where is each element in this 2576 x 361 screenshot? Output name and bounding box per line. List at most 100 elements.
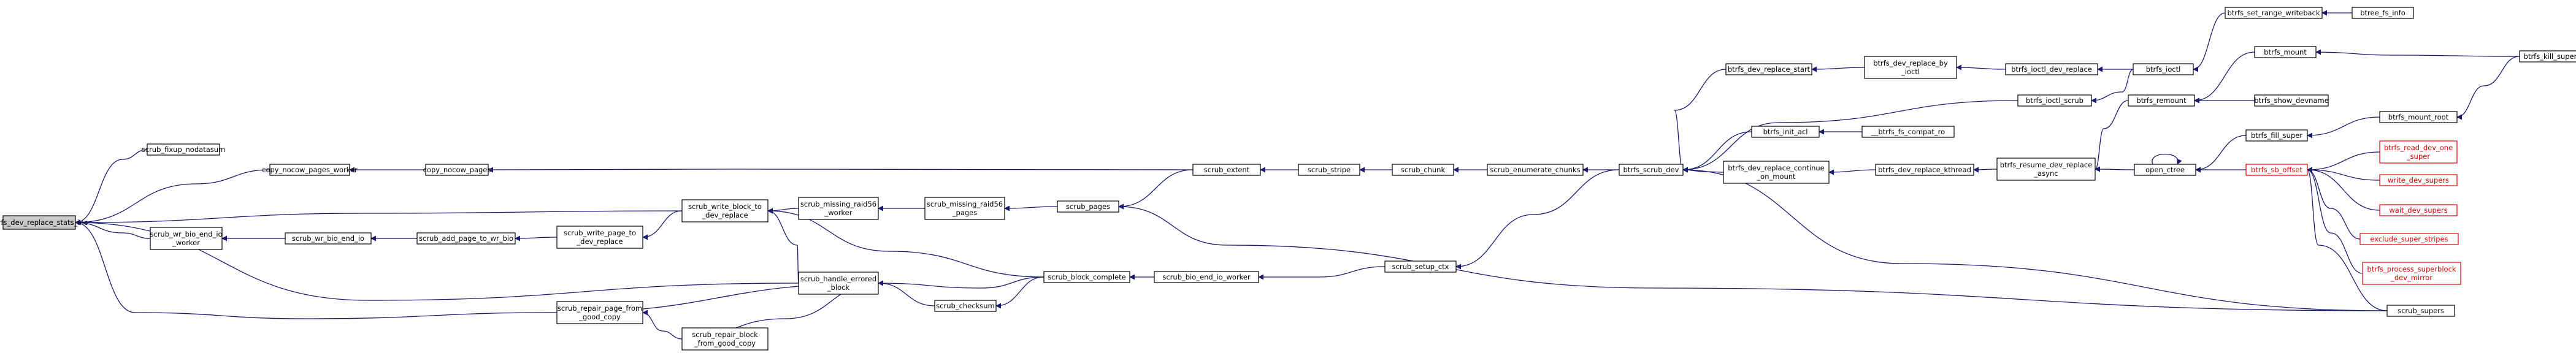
- node-setrange[interactable]: btrfs_set_range_writeback: [2225, 7, 2323, 19]
- node-box: [924, 197, 1005, 220]
- node-mount[interactable]: btrfs_mount: [2254, 46, 2317, 58]
- edge-line: [2315, 49, 2520, 57]
- node-ioctlscrub[interactable]: btrfs_ioctl_scrub: [2017, 94, 2092, 107]
- node-initacl[interactable]: btrfs_init_acl: [1751, 126, 1820, 138]
- node-drby[interactable]: btrfs_dev_replace_by_ioctl: [1864, 56, 1957, 79]
- node-box: [2017, 94, 2092, 107]
- node-box: [2362, 262, 2461, 285]
- node-box: [556, 226, 643, 249]
- node-label: __btrfs_fs_compat_ro: [1871, 127, 1945, 136]
- node-label: wait_dev_supers: [2389, 206, 2447, 215]
- node-label: btrfs_mount_root: [2388, 113, 2449, 121]
- edge-fillsuper-to-opentree: [2195, 135, 2247, 173]
- node-box: [2519, 50, 2576, 63]
- node-drkth[interactable]: btrfs_dev_replace_kthread: [1875, 164, 1974, 176]
- node-label: scrub_missing_raid56: [800, 200, 876, 208]
- node-btree[interactable]: btree_fs_info: [2352, 7, 2414, 19]
- node-box: [1725, 63, 1812, 75]
- edge-supers-to-pages: [1118, 203, 2388, 311]
- node-killsuper[interactable]: btrfs_kill_super: [2519, 50, 2576, 63]
- node-opentree[interactable]: open_ctree: [2134, 164, 2196, 176]
- edge-wrbio-to-stats: [75, 219, 151, 239]
- node-waitdev[interactable]: wait_dev_supers: [2379, 204, 2458, 216]
- edge-line: [1828, 169, 1876, 175]
- edge-line: [75, 169, 270, 226]
- node-writedev[interactable]: write_dev_supers: [2379, 174, 2458, 186]
- node-cnw[interactable]: copy_nocow_pages_worker: [262, 164, 358, 176]
- node-showdev[interactable]: btrfs_show_devname: [2254, 94, 2329, 107]
- edge-line: [642, 310, 683, 340]
- node-box: [1864, 56, 1957, 79]
- node-label: scrub_bio_end_io_worker: [1162, 273, 1251, 281]
- node-checksum[interactable]: scrub_checksum: [934, 300, 997, 312]
- edge-line: [2307, 116, 2380, 139]
- edge-reblock-to-repage: [642, 310, 683, 340]
- edge-line: [995, 276, 1045, 309]
- edge-line: [2307, 167, 2363, 274]
- node-cn[interactable]: copy_nocow_pages: [423, 164, 491, 176]
- node-label: btrfs_show_devname: [2254, 96, 2329, 105]
- edge-killsuper-to-mount: [2315, 49, 2520, 57]
- node-reblock[interactable]: scrub_repair_block_from_good_copy: [681, 327, 769, 351]
- node-sboff[interactable]: btrfs_sb_offset: [2245, 164, 2308, 176]
- node-ioctldr[interactable]: btrfs_ioctl_dev_replace: [2005, 63, 2098, 75]
- node-readdev[interactable]: btrfs_read_dev_one_super: [2379, 140, 2458, 164]
- edge-bc-to-wbtd: [767, 208, 1045, 278]
- node-heb[interactable]: scrub_handle_errored_block: [798, 272, 879, 295]
- node-label: _on_mount: [1756, 172, 1796, 181]
- node-remount[interactable]: btrfs_remount: [2128, 94, 2195, 107]
- edge-line: [75, 149, 148, 226]
- node-box: [2379, 174, 2458, 186]
- edge-ioctldr-to-drby: [1956, 64, 2006, 70]
- node-box: [2225, 7, 2323, 19]
- node-mr6w[interactable]: scrub_missing_raid56_worker: [798, 197, 879, 220]
- node-wrbioend[interactable]: scrub_wr_bio_end_io: [285, 232, 372, 245]
- node-label: scrub_missing_raid56: [927, 200, 1003, 208]
- node-wptd[interactable]: scrub_write_page_to_dev_replace: [556, 226, 643, 249]
- node-label: copy_nocow_pages_worker: [262, 165, 358, 174]
- edge-writedev-to-sboff: [2307, 167, 2380, 181]
- node-label: scrub_pages: [1066, 202, 1110, 211]
- node-extent[interactable]: scrub_extent: [1192, 164, 1261, 176]
- node-repage[interactable]: scrub_repair_page_from_good_copy: [556, 301, 643, 324]
- node-process[interactable]: btrfs_process_superblock_dev_mirror: [2362, 262, 2461, 285]
- node-label: btrfs_process_superblock: [2367, 265, 2456, 273]
- edge-mount-to-remount: [2194, 51, 2255, 104]
- node-label: btree_fs_info: [2360, 9, 2405, 17]
- node-mountroot[interactable]: btrfs_mount_root: [2379, 111, 2458, 123]
- node-mr6p[interactable]: scrub_missing_raid56_pages: [924, 197, 1005, 220]
- edge-line: [2194, 51, 2255, 104]
- node-box: [416, 232, 516, 245]
- node-box: [2245, 164, 2308, 176]
- node-stripe[interactable]: scrub_stripe: [1298, 164, 1360, 176]
- node-ioctl[interactable]: btrfs_ioctl: [2133, 63, 2194, 75]
- node-exclude[interactable]: exclude_super_stripes: [2359, 233, 2459, 245]
- node-supers[interactable]: scrub_supers: [2386, 305, 2455, 317]
- edge-line: [878, 276, 1045, 289]
- node-resume[interactable]: btrfs_resume_dev_replace_async: [1996, 158, 2096, 181]
- node-wrbio[interactable]: scrub_wr_bio_end_io_worker: [150, 227, 223, 250]
- node-fillsuper[interactable]: btrfs_fill_super: [2245, 129, 2308, 142]
- node-drstart[interactable]: btrfs_dev_replace_start: [1725, 63, 1812, 75]
- node-compat[interactable]: __btrfs_fs_compat_ro: [1861, 126, 1955, 138]
- node-fixup[interactable]: scrub_fixup_nodatasum: [142, 143, 225, 156]
- node-setup[interactable]: scrub_setup_ctx: [1384, 260, 1457, 273]
- edge-line: [75, 219, 558, 319]
- node-pages[interactable]: scrub_pages: [1057, 200, 1119, 213]
- node-label: btrfs_dev_replace_by: [1873, 59, 1948, 67]
- node-label: _worker: [172, 238, 200, 247]
- node-label: scrub_write_block_to: [688, 202, 762, 211]
- node-box: [2352, 7, 2414, 19]
- edge-cnw-to-stats: [75, 169, 270, 226]
- node-enum[interactable]: scrub_enumerate_chunks: [1487, 164, 1584, 176]
- node-scrubdev[interactable]: btrfs_scrub_dev: [1619, 164, 1684, 176]
- node-label: btrfs_dev_replace_stats_inc: [0, 218, 88, 227]
- node-bc[interactable]: scrub_block_complete: [1043, 271, 1130, 283]
- node-bioend[interactable]: scrub_bio_end_io_worker: [1154, 271, 1259, 283]
- edge-drstart-to-scrubdev: [1674, 69, 1727, 173]
- node-wbtd[interactable]: scrub_write_block_to_dev_replace: [681, 199, 769, 222]
- node-chunk[interactable]: scrub_chunk: [1392, 164, 1454, 176]
- node-box: [681, 199, 769, 222]
- node-addpage[interactable]: scrub_add_page_to_wr_bio: [416, 232, 516, 245]
- node-drcont[interactable]: btrfs_dev_replace_continue_on_mount: [1723, 161, 1830, 184]
